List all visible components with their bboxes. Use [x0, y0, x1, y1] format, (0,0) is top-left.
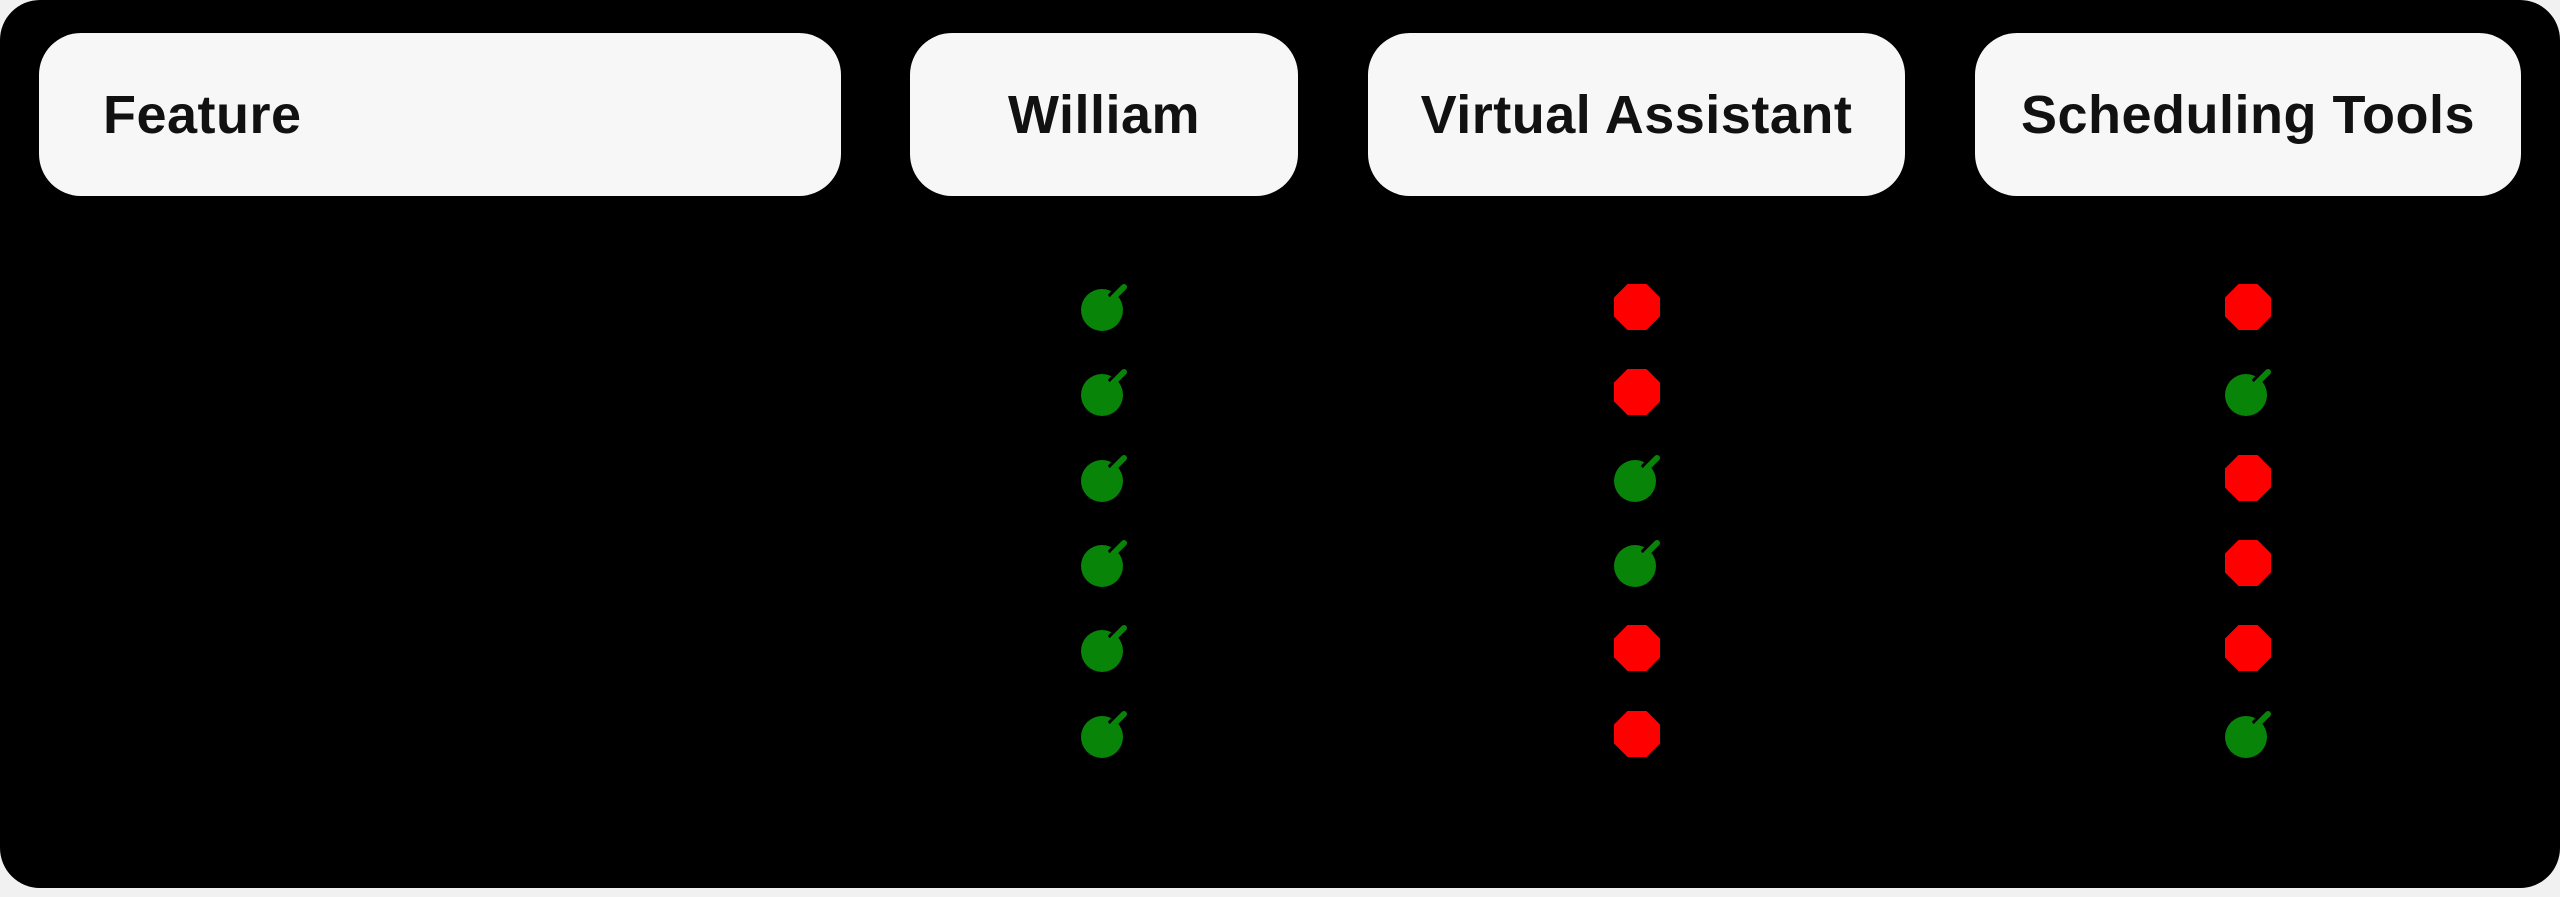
- scheduling-tools-row-5-status: [2223, 623, 2273, 673]
- page-bottom-strip: [0, 888, 2560, 897]
- red-octagon-icon: [1612, 623, 1662, 673]
- virtual-assistant-row-4-status: [1612, 538, 1662, 588]
- red-octagon-icon: [1612, 367, 1662, 417]
- william-row-2-status: [1079, 367, 1129, 417]
- red-octagon-icon: [2223, 282, 2273, 332]
- virtual-assistant-row-1-status: [1612, 282, 1662, 332]
- green-apple-icon: [1612, 538, 1662, 588]
- green-apple-icon: [1079, 538, 1129, 588]
- red-octagon-icon: [1612, 709, 1662, 759]
- scheduling-tools-row-2-status: [2223, 367, 2273, 417]
- scheduling-tools-row-4-status: [2223, 538, 2273, 588]
- scheduling-tools-header-label: Scheduling Tools: [2020, 84, 2475, 145]
- scheduling-tools-row-3-status: [2223, 453, 2273, 503]
- red-octagon-icon: [2223, 623, 2273, 673]
- column-header-virtual-assistant: Virtual Assistant: [1368, 33, 1905, 196]
- green-apple-icon: [2223, 709, 2273, 759]
- green-apple-icon: [1079, 623, 1129, 673]
- virtual-assistant-header-label: Virtual Assistant: [1420, 84, 1853, 145]
- william-row-1-status: [1079, 282, 1129, 332]
- column-header-william: William: [910, 33, 1298, 196]
- scheduling-tools-row-6-status: [2223, 709, 2273, 759]
- virtual-assistant-row-5-status: [1612, 623, 1662, 673]
- red-octagon-icon: [1612, 282, 1662, 332]
- column-header-scheduling-tools: Scheduling Tools: [1975, 33, 2521, 196]
- william-header-label: William: [1007, 84, 1201, 145]
- william-row-3-status: [1079, 453, 1129, 503]
- green-apple-icon: [1079, 453, 1129, 503]
- green-apple-icon: [1079, 367, 1129, 417]
- william-row-4-status: [1079, 538, 1129, 588]
- green-apple-icon: [1079, 282, 1129, 332]
- virtual-assistant-row-3-status: [1612, 453, 1662, 503]
- green-apple-icon: [1612, 453, 1662, 503]
- virtual-assistant-row-2-status: [1612, 367, 1662, 417]
- william-row-5-status: [1079, 623, 1129, 673]
- red-octagon-icon: [2223, 453, 2273, 503]
- scheduling-tools-row-1-status: [2223, 282, 2273, 332]
- virtual-assistant-row-6-status: [1612, 709, 1662, 759]
- feature-column-header: Feature: [39, 33, 841, 196]
- red-octagon-icon: [2223, 538, 2273, 588]
- green-apple-icon: [2223, 367, 2273, 417]
- green-apple-icon: [1079, 709, 1129, 759]
- feature-header-label: Feature: [103, 84, 302, 145]
- william-row-6-status: [1079, 709, 1129, 759]
